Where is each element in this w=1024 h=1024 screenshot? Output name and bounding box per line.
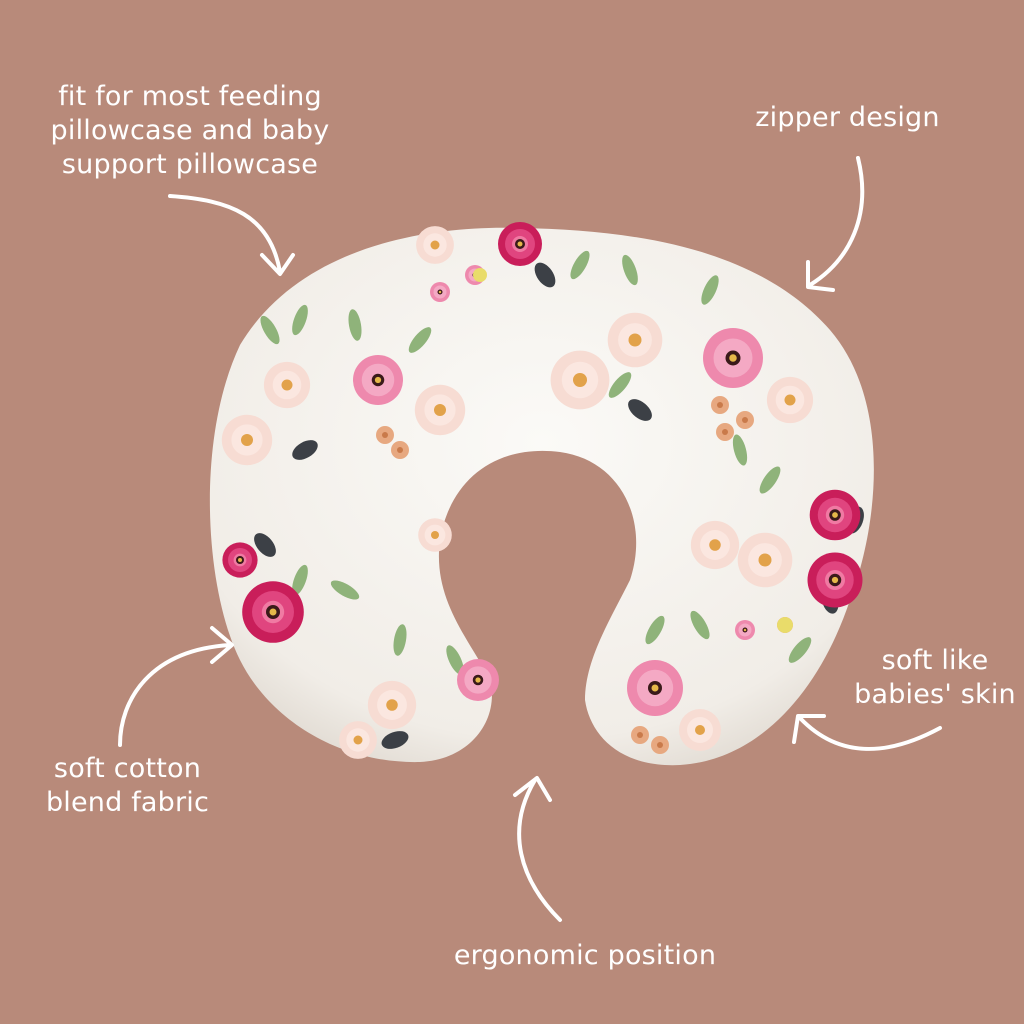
annotation-cotton: soft cotton blend fabric bbox=[20, 752, 235, 820]
annotation-ergonomic-text: ergonomic position bbox=[453, 940, 717, 971]
arrow-skin-icon bbox=[792, 714, 942, 751]
nursing-pillow-icon bbox=[209, 222, 874, 766]
arrow-zipper-icon bbox=[806, 156, 865, 292]
annotation-soft-skin: soft like babies' skin bbox=[845, 644, 1024, 712]
arrow-fit-icon bbox=[168, 194, 295, 276]
annotation-cotton-line: blend fabric bbox=[45, 787, 210, 818]
annotation-soft-skin-line: babies' skin bbox=[854, 679, 1016, 710]
annotation-soft-skin-line: soft like bbox=[881, 645, 989, 676]
annotation-cotton-line: soft cotton bbox=[53, 753, 202, 784]
annotation-fit-line: pillowcase and baby bbox=[50, 115, 330, 146]
annotation-fit-line: fit for most feeding bbox=[58, 81, 322, 112]
annotation-zipper-text: zipper design bbox=[755, 102, 940, 133]
annotation-ergonomic: ergonomic position bbox=[430, 939, 740, 973]
arrow-ergo-icon bbox=[513, 776, 562, 922]
arrow-cotton-icon bbox=[118, 626, 234, 747]
annotation-zipper: zipper design bbox=[745, 101, 950, 135]
annotation-fit: fit for most feeding pillowcase and baby… bbox=[40, 80, 340, 182]
annotation-fit-line: support pillowcase bbox=[61, 149, 319, 180]
